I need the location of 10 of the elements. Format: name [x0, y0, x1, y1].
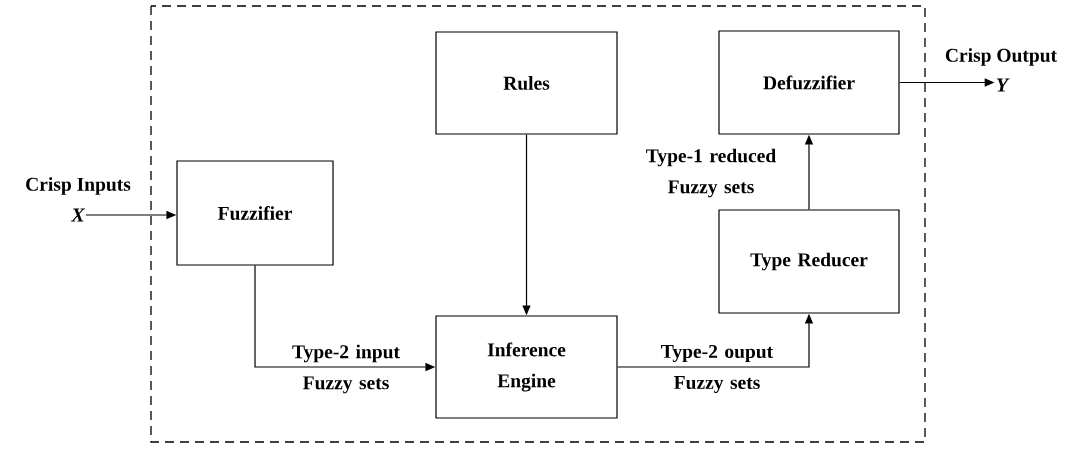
process-box: Inference Engine	[435, 315, 618, 419]
process-box: Type Reducer	[718, 209, 900, 314]
edge-label: Type-2 ouput Fuzzy sets	[661, 344, 774, 394]
edge-label: Type-2 input Fuzzy sets	[292, 344, 400, 394]
io-label: Crisp Inputs X	[26, 177, 131, 222]
edge-label: Type-1 reduced Fuzzy sets	[646, 148, 776, 198]
process-box: Defuzzifier	[718, 30, 900, 135]
io-label: Crisp Output Y	[945, 48, 1057, 92]
process-box: Fuzzifier	[176, 160, 334, 266]
process-box: Rules	[435, 31, 618, 135]
